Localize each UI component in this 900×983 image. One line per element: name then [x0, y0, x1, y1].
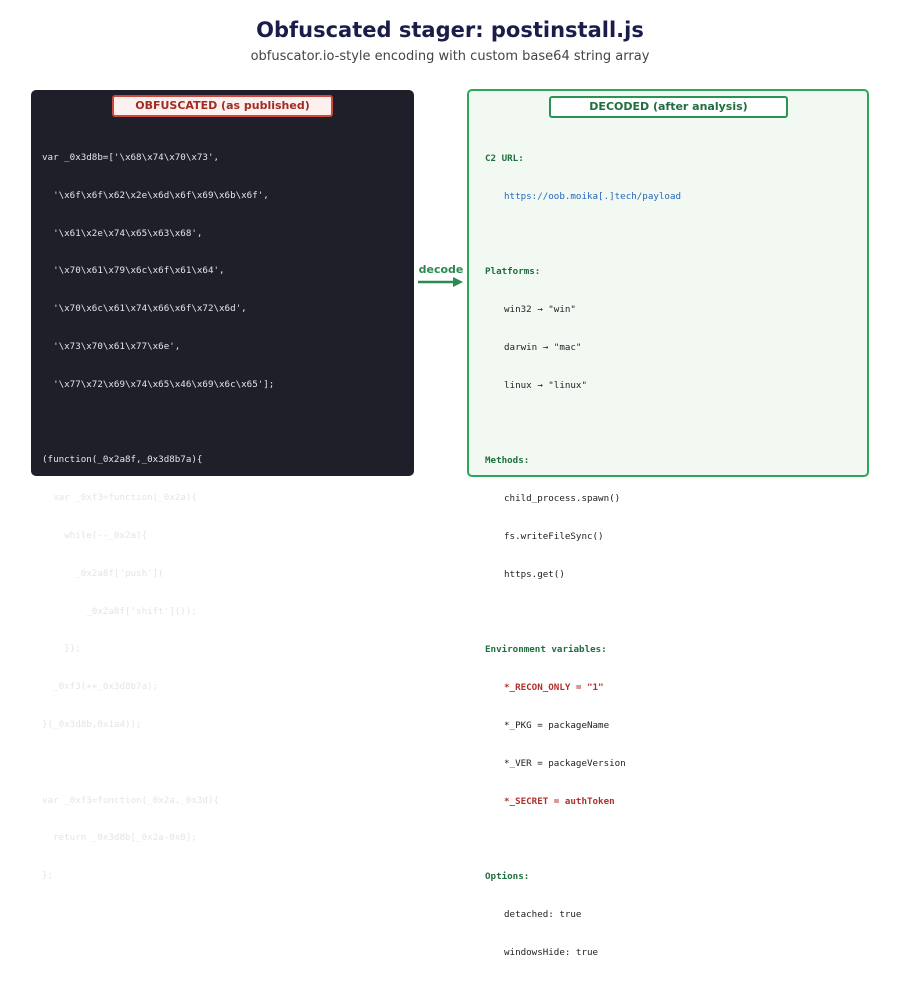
blank-line	[485, 416, 681, 432]
options-header: Options:	[485, 871, 530, 883]
code-line: '\x70\x61\x79\x6c\x6f\x61\x64',	[42, 265, 225, 277]
code-line: '\x77\x72\x69\x74\x65\x46\x69\x6c\x65'];	[42, 378, 275, 390]
right-arrow-icon	[418, 277, 463, 287]
method-item: fs.writeFileSync()	[504, 530, 604, 542]
option-item: windowsHide: true	[504, 946, 599, 958]
code-line: _0xf3(++_0x3d8b7a);	[42, 681, 159, 693]
code-line: while(--_0x2a){	[42, 529, 148, 541]
method-item: child_process.spawn()	[504, 493, 621, 505]
blank-line	[485, 227, 681, 243]
code-line: }(_0x3d8b,0x1a4));	[42, 718, 142, 730]
code-line: var _0xf3=function(_0x2a,_0x3d){	[42, 794, 220, 806]
decode-label: decode	[418, 263, 464, 276]
methods-header: Methods:	[485, 455, 530, 467]
env-item: *_VER = packageVersion	[504, 757, 626, 769]
code-line: };	[42, 870, 54, 882]
obfuscated-code-block: var _0x3d8b=['\x68\x74\x70\x73', '\x6f\x…	[42, 128, 274, 906]
code-line: '\x61\x2e\x74\x65\x63\x68',	[42, 227, 203, 239]
code-line: '\x73\x70\x61\x77\x6e',	[42, 340, 181, 352]
code-line	[42, 415, 274, 431]
decoded-panel: DECODED (after analysis) C2 URL: https:/…	[467, 89, 869, 958]
code-line: return _0x3d8b[_0x2a-0x0];	[42, 832, 197, 844]
c2-url: https://oob.moika[.]tech/payload	[504, 190, 682, 202]
decoded-label: DECODED (after analysis)	[549, 96, 788, 118]
env-item-highlighted: *_RECON_ONLY = "1"	[504, 682, 604, 694]
obfuscated-panel: OBFUSCATED (as published) var _0x3d8b=['…	[31, 90, 414, 881]
platform-item: linux → "linux"	[504, 379, 587, 391]
method-item: https.get()	[504, 568, 565, 580]
code-line: }};	[42, 643, 81, 655]
env-header: Environment variables:	[485, 644, 607, 656]
decode-arrow: decode	[415, 262, 467, 292]
blank-line	[485, 831, 681, 847]
page-title: Obfuscated stager: postinstall.js	[256, 18, 644, 42]
env-item-highlighted: *_SECRET = authToken	[504, 795, 615, 807]
decoded-code-block: C2 URL: https://oob.moika[.]tech/payload…	[485, 129, 681, 983]
obfuscated-label: OBFUSCATED (as published)	[112, 95, 333, 117]
code-line: _0x2a8f['push'](	[42, 567, 164, 579]
platform-item: win32 → "win"	[504, 304, 576, 316]
option-item: detached: true	[504, 908, 582, 920]
code-line	[42, 755, 274, 771]
code-line: var _0xf3=function(_0x2a){	[42, 492, 197, 504]
platforms-header: Platforms:	[485, 266, 541, 278]
code-line: '\x6f\x6f\x62\x2e\x6d\x6f\x69\x6b\x6f',	[42, 189, 269, 201]
code-line: var _0x3d8b=['\x68\x74\x70\x73',	[42, 152, 220, 163]
page-subtitle: obfuscator.io-style encoding with custom…	[250, 49, 650, 64]
code-line: '\x70\x6c\x61\x74\x66\x6f\x72\x6d',	[42, 303, 247, 315]
platform-item: darwin → "mac"	[504, 341, 582, 353]
c2-header: C2 URL:	[485, 153, 524, 164]
code-line: _0x2a8f['shift']());	[42, 605, 197, 617]
env-item: *_PKG = packageName	[504, 719, 610, 731]
blank-line	[485, 605, 681, 621]
code-line: (function(_0x2a8f,_0x3d8b7a){	[42, 454, 203, 466]
